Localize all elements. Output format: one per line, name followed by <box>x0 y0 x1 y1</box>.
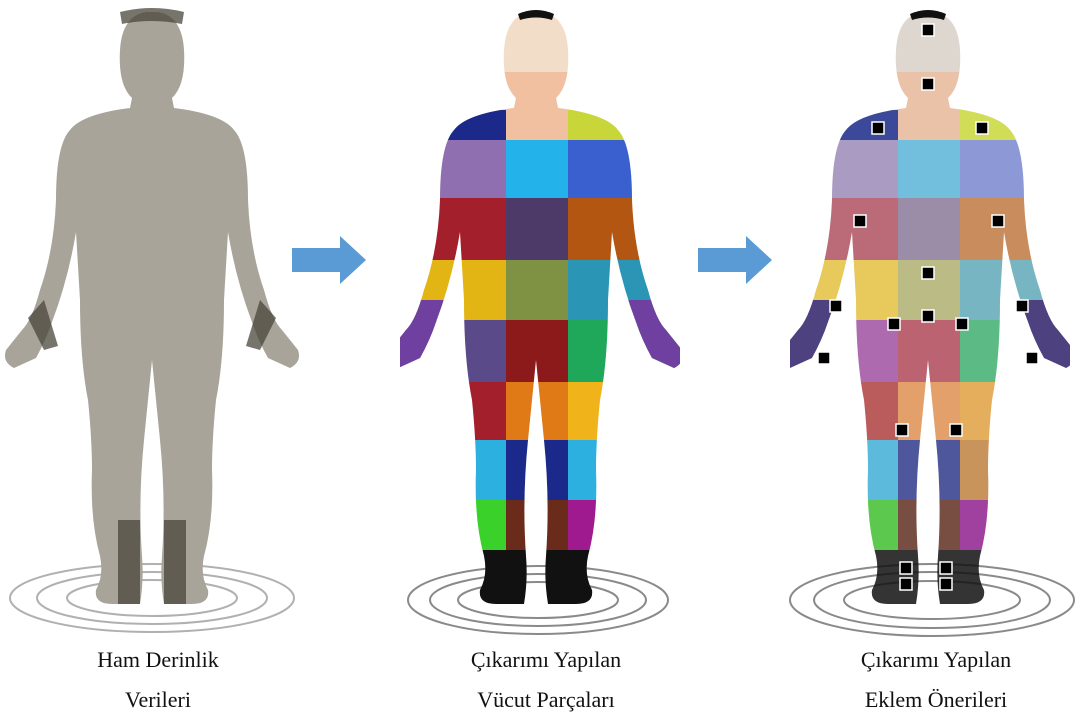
joint-spine <box>922 267 934 279</box>
caption-raw-depth: Ham Derinlik Verileri <box>8 640 308 720</box>
joint-foot-right <box>940 578 952 590</box>
joint-ankle-left <box>900 562 912 574</box>
joint-wrist-right <box>1016 300 1028 312</box>
joint-hip-left <box>888 318 900 330</box>
joint-wrist-left <box>830 300 842 312</box>
joint-foot-left <box>900 578 912 590</box>
caption-line: Çıkarımı Yapılan <box>786 640 1086 680</box>
panel-joint-proposals <box>790 0 1074 636</box>
caption-line: Ham Derinlik <box>8 640 308 680</box>
panel-raw-depth <box>5 8 299 632</box>
right-arrow-icon <box>292 236 366 284</box>
joint-hand-left <box>818 352 830 364</box>
joint-shoulder-left <box>872 122 884 134</box>
caption-line: Çıkarımı Yapılan <box>396 640 696 680</box>
floor-rings <box>10 564 294 632</box>
caption-body-parts: Çıkarımı Yapılan Vücut Parçaları <box>396 640 696 720</box>
floor-rings <box>790 564 1074 636</box>
caption-line: Eklem Önerileri <box>786 680 1086 720</box>
joint-knee-right <box>950 424 962 436</box>
joint-knee-left <box>896 424 908 436</box>
caption-joint-proposals: Çıkarımı Yapılan Eklem Önerileri <box>786 640 1086 720</box>
joint-shoulder-right <box>976 122 988 134</box>
joint-elbow-right <box>992 215 1004 227</box>
body-part-segments <box>400 0 680 610</box>
joint-neck <box>922 78 934 90</box>
depth-silhouette <box>5 12 299 604</box>
caption-line: Vücut Parçaları <box>396 680 696 720</box>
joint-elbow-left <box>854 215 866 227</box>
caption-line: Verileri <box>8 680 308 720</box>
joint-ankle-right <box>940 562 952 574</box>
right-arrow-icon <box>698 236 772 284</box>
joint-hip-center <box>922 310 934 322</box>
floor-rings <box>408 566 668 634</box>
joint-head <box>922 24 934 36</box>
panel-body-parts <box>400 0 680 634</box>
joint-hip-right <box>956 318 968 330</box>
joint-hand-right <box>1026 352 1038 364</box>
